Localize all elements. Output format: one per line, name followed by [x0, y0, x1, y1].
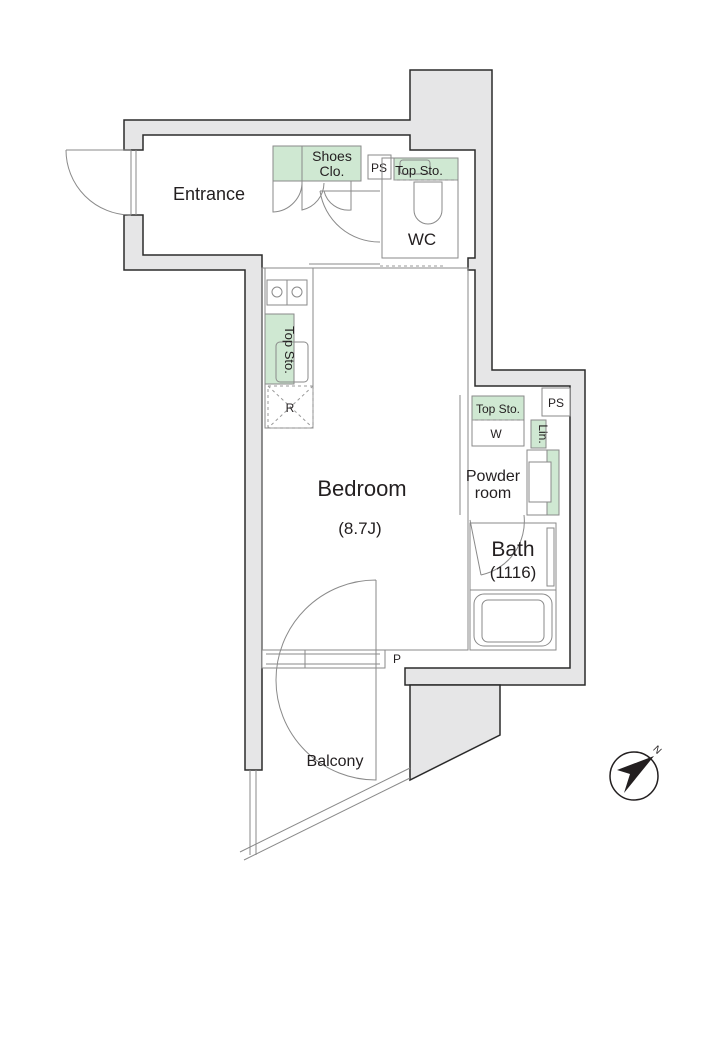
bath-room [469, 514, 557, 651]
wc-top-sto-label: Top Sto. [395, 163, 443, 178]
kitchen-top-sto-label: Top Sto. [282, 326, 297, 374]
shoes-closet [272, 145, 362, 213]
outer-wall-top-right [123, 69, 586, 686]
wc-label: WC [408, 230, 436, 249]
ps-top-label: PS [371, 161, 387, 175]
wall-entrance-left-lower [123, 214, 263, 771]
wc-room [319, 157, 459, 259]
bath-label: Bath [491, 538, 534, 561]
bedroom-size-label: (8.7J) [338, 519, 381, 538]
sink-icon [275, 341, 309, 383]
balcony-window[interactable] [261, 579, 386, 781]
linen-label: Lin. [536, 424, 550, 443]
bedroom-label: Bedroom [317, 476, 406, 501]
entrance-door[interactable] [65, 149, 137, 216]
washer-label: W [490, 427, 502, 441]
ps-right-label: PS [548, 396, 564, 410]
pipe-label: P [393, 652, 401, 666]
stove-icon [266, 279, 308, 306]
powder-label-2: room [475, 485, 511, 502]
refrigerator-label: R [286, 401, 295, 415]
pipe-space-top [367, 154, 392, 180]
entrance-label: Entrance [173, 184, 245, 204]
north-label: N [650, 744, 663, 757]
powder-room [459, 395, 560, 516]
wall-block-bottom [409, 684, 501, 782]
shoes-label-1: Shoes [312, 148, 352, 164]
shoes-label-2: Clo. [320, 163, 345, 179]
bath-size-label: (1116) [490, 563, 537, 582]
balcony [239, 767, 411, 861]
bath-door [469, 514, 525, 576]
powder-top-sto-label: Top Sto. [476, 402, 520, 416]
toilet-icon [413, 181, 443, 225]
kitchen [264, 267, 314, 429]
pipe-space-right [541, 387, 571, 417]
wc-door [319, 190, 381, 243]
balcony-label: Balcony [307, 753, 364, 770]
powder-label-1: Powder [466, 468, 521, 485]
compass-icon: N [609, 744, 663, 801]
bathtub-icon [473, 593, 553, 647]
